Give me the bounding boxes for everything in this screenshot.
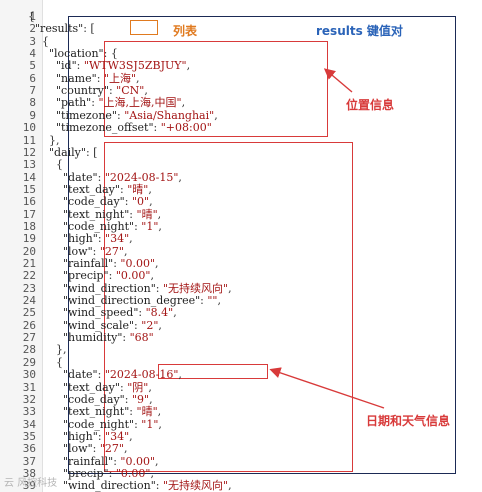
line-number: 36 <box>22 442 36 456</box>
code-line: "country": "CN", <box>55 84 148 98</box>
line-number: 1 <box>29 10 36 23</box>
line-number: 4 <box>29 47 36 61</box>
line-number: 13 <box>22 158 36 172</box>
location-label: 位置信息 <box>346 98 395 112</box>
line-number: 7 <box>29 84 36 98</box>
code-line: "text_night": "晴", <box>62 207 162 221</box>
code-line: "code_day": "0", <box>62 195 153 209</box>
line-number: 33 <box>22 405 36 419</box>
code-line: "low": "27", <box>62 244 128 258</box>
line-number: 15 <box>22 182 36 196</box>
line-number: 27 <box>22 331 36 345</box>
line-number: 26 <box>22 318 36 332</box>
location-box <box>104 41 328 137</box>
line-number: 23 <box>22 281 36 295</box>
code-line: "name": "上海", <box>55 71 140 85</box>
line-number: 17 <box>22 207 36 221</box>
code-line: "precip": "0.00", <box>62 269 154 283</box>
code-line: "code_night": "1", <box>62 417 162 431</box>
code-line: "text_night": "晴", <box>62 405 162 419</box>
line-number: 18 <box>22 219 36 233</box>
code-line: { <box>28 10 35 23</box>
code-line: "wind_direction_degree": "", <box>62 294 221 308</box>
line-number: 32 <box>22 392 36 406</box>
code-line: "humidity": "68" <box>62 331 154 345</box>
code-line: "low": "27", <box>62 442 128 456</box>
location-arrow <box>323 68 353 93</box>
code-line: "timezone_offset": "+08:00" <box>55 121 212 135</box>
code-line: "path": "上海,上海,中国", <box>55 96 186 110</box>
line-number: 2 <box>29 22 36 36</box>
code-line: }, <box>28 133 60 147</box>
line-number: 37 <box>22 454 36 468</box>
line-number: 8 <box>29 96 36 110</box>
line-number: 21 <box>22 257 36 270</box>
code-line: "rainfall": "0.00", <box>62 454 159 468</box>
code-line: { <box>28 34 49 48</box>
daily-label: 日期和天气信息 <box>366 414 451 428</box>
code-line: "date": "2024-08-16", <box>62 368 182 382</box>
line-number: 19 <box>22 232 36 246</box>
line-number: 20 <box>22 244 36 258</box>
code-line: "code_day": "9", <box>62 392 153 406</box>
line-number: 34 <box>22 417 36 431</box>
line-number: 31 <box>22 380 36 394</box>
results-kv-label: results 键值对 <box>316 24 403 38</box>
code-line: { <box>28 158 63 172</box>
code-line: "location": { <box>48 47 118 61</box>
line-number: 5 <box>29 59 36 73</box>
code-line: "text_day": "晴", <box>62 182 152 196</box>
line-number: 12 <box>22 145 36 159</box>
line-number: 30 <box>22 368 36 382</box>
code-line: "wind_direction": "无持续风向", <box>62 281 232 295</box>
line-number: 11 <box>22 133 36 147</box>
line-number: 16 <box>22 195 36 209</box>
results-outer-box <box>68 16 456 474</box>
code-line: { <box>28 355 63 369</box>
code-line: "code_night": "1", <box>62 219 162 233</box>
line-number: 38 <box>22 466 36 480</box>
line-number: 29 <box>22 355 36 369</box>
code-line: "text_day": "阴", <box>62 380 152 394</box>
code-line: "wind_scale": "2", <box>62 318 162 332</box>
line-number: 9 <box>29 108 36 122</box>
line-number: 28 <box>22 343 36 357</box>
code-line: "timezone": "Asia/Shanghai", <box>55 108 218 122</box>
daily-box <box>104 142 353 472</box>
line-number: 35 <box>22 429 36 443</box>
code-line: }, <box>28 343 67 357</box>
code-line: "precip": "0.00", <box>62 466 154 480</box>
code-line: "wind_direction": "无持续风向", <box>62 479 232 492</box>
line-number: 10 <box>22 121 36 135</box>
list-label: 列表 <box>173 24 198 38</box>
line-number: 24 <box>22 294 36 308</box>
line-number: 22 <box>22 269 36 283</box>
code-line: "date": "2024-08-15", <box>62 170 182 184</box>
code-line: "results": [ <box>35 22 95 36</box>
code-line: "id": "WTW3SJ5ZBJUY", <box>55 59 191 73</box>
line-number: 14 <box>22 170 36 184</box>
code-line: "wind_speed": "8.4", <box>62 306 177 320</box>
line-number: 3 <box>29 34 36 48</box>
code-line: "high": "34", <box>62 429 133 443</box>
list-bracket-box <box>130 20 158 35</box>
text-day-highlight-box <box>158 364 268 379</box>
text-day-arrow <box>269 367 385 409</box>
code-line: "daily": [ <box>48 145 98 159</box>
line-number: 39 <box>22 479 36 492</box>
watermark: 云 风控科技 <box>4 478 58 489</box>
code-line: "rainfall": "0.00", <box>62 257 159 270</box>
line-number: 25 <box>22 306 36 320</box>
line-number: 6 <box>29 71 36 85</box>
code-line: "high": "34", <box>62 232 133 246</box>
